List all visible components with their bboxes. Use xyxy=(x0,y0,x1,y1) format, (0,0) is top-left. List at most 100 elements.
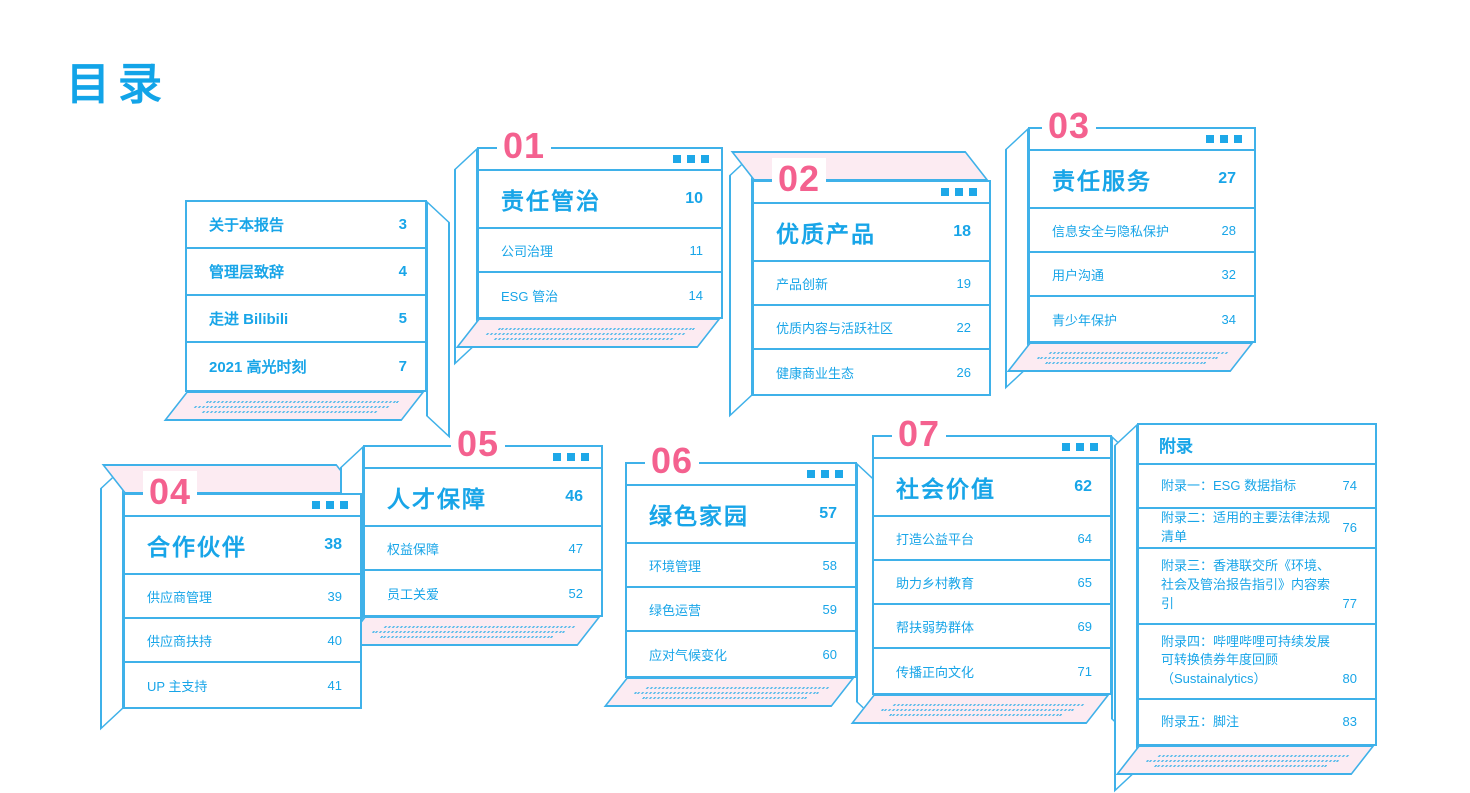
chapter-number: 06 xyxy=(645,440,700,482)
toc-item[interactable]: 员工关爱 52 xyxy=(365,571,601,615)
toc-item-appendix-2[interactable]: 附录二：适用的主要法律法规清单 76 xyxy=(1139,509,1375,549)
toc-item-label: 优质内容与活跃社区 xyxy=(776,320,894,336)
toc-item-page: 34 xyxy=(1221,311,1236,327)
chapter-page: 10 xyxy=(685,190,703,207)
card-bottom-flap xyxy=(850,694,1110,724)
more-dots-icon xyxy=(1200,135,1242,143)
chapter-page: 38 xyxy=(324,536,342,553)
card-panel: 合作伙伴 38 供应商管理 39 供应商扶持 40 UP 主支持 41 xyxy=(123,493,362,709)
toc-item[interactable]: 环境管理 58 xyxy=(627,544,855,588)
chapter-page: 62 xyxy=(1074,478,1092,495)
card-header-strip xyxy=(627,464,855,486)
toc-item[interactable]: 应对气候变化 60 xyxy=(627,632,855,676)
toc-item[interactable]: 权益保障 47 xyxy=(365,527,601,571)
chapter-page: 18 xyxy=(953,223,971,240)
toc-item-page: 71 xyxy=(1077,663,1092,679)
toc-item-appendix-3[interactable]: 附录三：香港联交所《环境、社会及管治报告指引》内容索引 77 xyxy=(1139,549,1375,625)
toc-item-label: 附录一：ESG 数据指标 xyxy=(1161,477,1297,493)
toc-item[interactable]: 用户沟通 32 xyxy=(1030,253,1254,297)
toc-item-enter-bilibili[interactable]: 走进 Bilibili 5 xyxy=(187,296,425,343)
toc-item-page: 47 xyxy=(568,540,583,556)
toc-item-appendix-5[interactable]: 附录五：脚注 83 xyxy=(1139,700,1375,744)
toc-item-label: 环境管理 xyxy=(649,558,702,574)
chapter-title-row[interactable]: 绿色家园 57 xyxy=(627,486,855,544)
toc-item[interactable]: 助力乡村教育 65 xyxy=(874,561,1110,605)
toc-item[interactable]: 产品创新 19 xyxy=(754,262,989,306)
page-title: 目录 xyxy=(66,60,170,109)
toc-item-page: 3 xyxy=(398,216,407,233)
more-dots-icon xyxy=(935,188,977,196)
toc-item-label: 供应商管理 xyxy=(147,589,213,605)
chapter-title: 责任服务 xyxy=(1052,168,1152,194)
toc-item[interactable]: 供应商管理 39 xyxy=(125,575,360,619)
more-dots-icon xyxy=(547,453,589,461)
chapter-number: 07 xyxy=(892,413,947,455)
toc-item-label: 传播正向文化 xyxy=(896,664,975,680)
toc-card-05: 05 人才保障 46 权益保障 47 员工关爱 52 xyxy=(340,423,603,664)
toc-item[interactable]: 青少年保护 34 xyxy=(1030,297,1254,341)
toc-item[interactable]: UP 主支持 41 xyxy=(125,663,360,707)
card-header-strip xyxy=(874,437,1110,459)
toc-item-label: 助力乡村教育 xyxy=(896,575,975,591)
card-panel: 优质产品 18 产品创新 19 优质内容与活跃社区 22 健康商业生态 26 xyxy=(752,180,991,396)
toc-item-page: 83 xyxy=(1342,713,1357,729)
card-bottom-flap xyxy=(1006,342,1254,372)
toc-item[interactable]: 公司治理 11 xyxy=(479,229,721,273)
card-header-strip xyxy=(1030,129,1254,151)
toc-item-management-message[interactable]: 管理层致辞 4 xyxy=(187,249,425,296)
toc-item-appendix-4[interactable]: 附录四：哔哩哔哩可持续发展可转换债券年度回顾（Sustainalytics） 8… xyxy=(1139,625,1375,701)
toc-item-page: 14 xyxy=(688,287,703,303)
toc-card-02: 02 优质产品 18 产品创新 19 优质内容与活跃社区 22 健康商业生态 2… xyxy=(729,151,991,418)
toc-item[interactable]: 健康商业生态 26 xyxy=(754,350,989,394)
toc-item-about-report[interactable]: 关于本报告 3 xyxy=(187,202,425,249)
toc-item[interactable]: ESG 管治 14 xyxy=(479,273,721,317)
chapter-title-row[interactable]: 社会价值 62 xyxy=(874,459,1110,517)
toc-item[interactable]: 帮扶弱势群体 69 xyxy=(874,605,1110,649)
chapter-title-row[interactable]: 责任管治 10 xyxy=(479,171,721,229)
card-header-strip xyxy=(754,182,989,204)
toc-item-page: 39 xyxy=(327,588,342,604)
toc-item-label: 员工关爱 xyxy=(387,586,440,602)
toc-item-page: 5 xyxy=(398,310,407,327)
card-header-strip xyxy=(125,495,360,517)
toc-item-label: 产品创新 xyxy=(776,276,829,292)
chapter-title-row[interactable]: 合作伙伴 38 xyxy=(125,517,360,575)
chapter-title-row[interactable]: 优质产品 18 xyxy=(754,204,989,262)
toc-item-label: 走进 Bilibili xyxy=(209,311,289,328)
toc-item[interactable]: 传播正向文化 71 xyxy=(874,649,1110,693)
appendix-title: 附录 xyxy=(1139,425,1375,465)
toc-item-page: 77 xyxy=(1342,595,1357,611)
toc-item[interactable]: 优质内容与活跃社区 22 xyxy=(754,306,989,350)
toc-item[interactable]: 供应商扶持 40 xyxy=(125,619,360,663)
toc-item[interactable]: 信息安全与隐私保护 28 xyxy=(1030,209,1254,253)
toc-item-label: 青少年保护 xyxy=(1052,312,1118,328)
chapter-title: 社会价值 xyxy=(896,476,996,502)
toc-item[interactable]: 打造公益平台 64 xyxy=(874,517,1110,561)
card-header-strip xyxy=(365,447,601,469)
toc-item-2021-highlights[interactable]: 2021 高光时刻 7 xyxy=(187,343,425,390)
toc-item-appendix-1[interactable]: 附录一：ESG 数据指标 74 xyxy=(1139,465,1375,509)
toc-item-label: ESG 管治 xyxy=(501,288,559,304)
flap-dotted-texture xyxy=(1124,747,1372,768)
toc-item-label: 附录二：适用的主要法律法规清单 xyxy=(1161,510,1331,544)
chapter-title: 合作伙伴 xyxy=(147,534,247,560)
chapter-title-row[interactable]: 人才保障 46 xyxy=(365,469,601,527)
card-panel: 绿色家园 57 环境管理 58 绿色运营 59 应对气候变化 60 xyxy=(625,462,857,678)
chapter-title: 优质产品 xyxy=(776,221,876,247)
chapter-title-row[interactable]: 责任服务 27 xyxy=(1030,151,1254,209)
flap-dotted-texture xyxy=(464,320,718,340)
card-side-face xyxy=(100,466,124,731)
toc-item-page: 80 xyxy=(1342,671,1357,687)
card-side-face xyxy=(729,153,753,418)
toc-item-page: 19 xyxy=(956,275,971,291)
more-dots-icon xyxy=(667,155,709,163)
toc-item[interactable]: 绿色运营 59 xyxy=(627,588,855,632)
toc-item-page: 22 xyxy=(956,319,971,335)
toc-item-label: 附录四：哔哩哔哩可持续发展可转换债券年度回顾（Sustainalytics） xyxy=(1161,633,1331,687)
chapter-page: 46 xyxy=(565,488,583,505)
card-bottom-flap xyxy=(603,677,855,707)
toc-item-label: 附录三：香港联交所《环境、社会及管治报告指引》内容索引 xyxy=(1161,558,1331,611)
toc-item-page: 11 xyxy=(689,242,704,258)
toc-item-label: 打造公益平台 xyxy=(896,531,975,547)
toc-item-label: 信息安全与隐私保护 xyxy=(1052,223,1170,239)
